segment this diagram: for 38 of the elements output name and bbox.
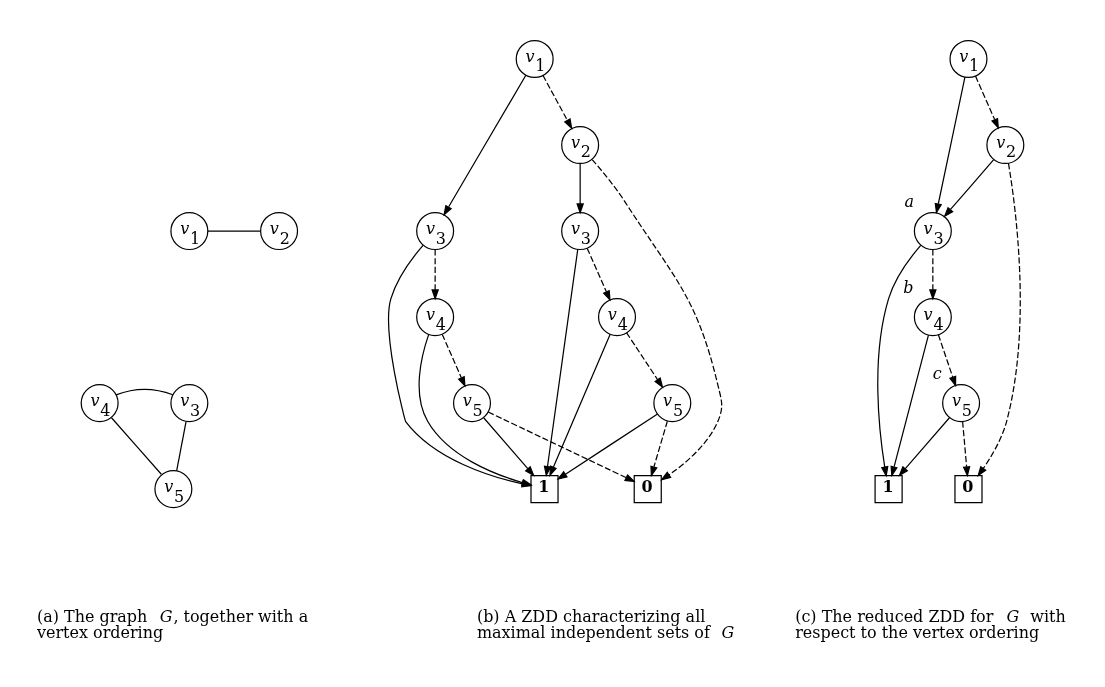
arrow bbox=[443, 74, 527, 217]
arrow bbox=[890, 334, 930, 478]
arrow bbox=[934, 76, 966, 215]
arrow bbox=[431, 249, 439, 301]
arrow bbox=[928, 249, 937, 301]
arrow bbox=[549, 333, 611, 477]
arrow bbox=[542, 74, 573, 130]
arrow bbox=[977, 162, 1021, 478]
connector bbox=[207, 230, 261, 232]
arrow bbox=[487, 411, 636, 483]
arrow bbox=[937, 334, 957, 388]
arrow bbox=[586, 247, 611, 302]
arrow bbox=[483, 417, 535, 477]
connector bbox=[176, 421, 187, 472]
arrow bbox=[626, 332, 664, 389]
arrow bbox=[974, 75, 999, 130]
node-box: 0 bbox=[633, 475, 662, 504]
arrow bbox=[556, 413, 658, 481]
arrow bbox=[576, 162, 585, 215]
node-label: b bbox=[903, 277, 914, 297]
node-box: 1 bbox=[874, 475, 903, 504]
arrow bbox=[441, 333, 466, 388]
connector bbox=[115, 388, 174, 396]
node-box: 1 bbox=[530, 475, 559, 504]
node-box: 0 bbox=[954, 475, 983, 504]
connector bbox=[110, 417, 162, 475]
label: (b) A ZDD characterizing all maximal independent sets of G bbox=[476, 607, 735, 643]
arrow bbox=[877, 244, 922, 478]
arrow bbox=[943, 159, 995, 218]
arrow bbox=[543, 248, 579, 478]
arrow bbox=[962, 421, 971, 478]
label: (c) The reduced ZDD for G with respect to the vertex ordering bbox=[795, 607, 1066, 643]
label: (a) The graph G, together with a vertex ordering bbox=[36, 607, 309, 643]
node-label: c bbox=[932, 364, 942, 384]
arrow bbox=[591, 159, 723, 481]
arrow bbox=[898, 417, 951, 477]
arrow bbox=[650, 420, 668, 478]
node-label: a bbox=[904, 191, 915, 211]
